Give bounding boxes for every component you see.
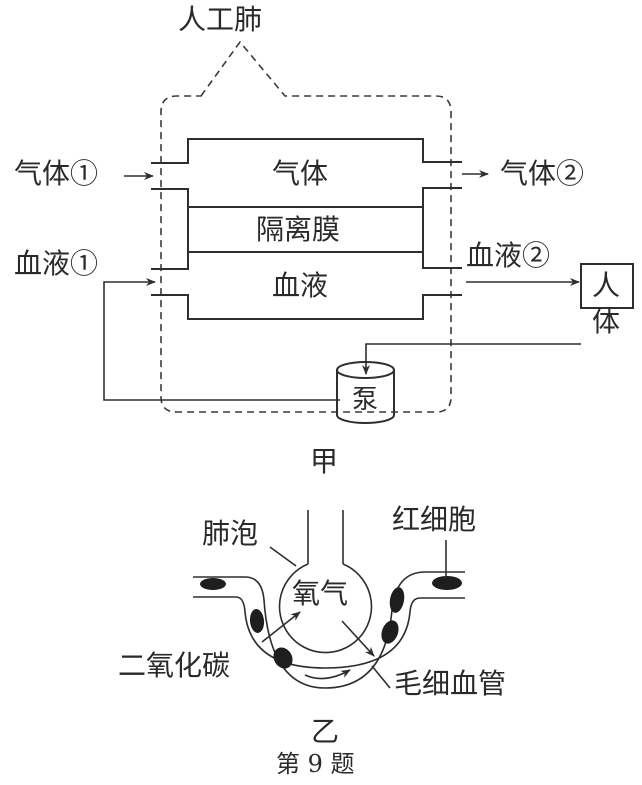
rbc-label: 红细胞 xyxy=(392,503,477,536)
red-blood-cell xyxy=(273,647,293,669)
membrane-label: 隔离膜 xyxy=(256,213,341,246)
pump xyxy=(336,361,395,424)
human-body-box xyxy=(580,263,634,309)
gas-in-label: 气体① xyxy=(14,157,99,190)
pump-label: 泵 xyxy=(352,385,379,415)
oxygen-arrow xyxy=(341,620,375,657)
blood-chamber-label: 血液 xyxy=(272,269,329,302)
alveolus-leader xyxy=(269,546,297,567)
alveolus-label: 肺泡 xyxy=(202,517,259,550)
capillary-inner-wall xyxy=(193,596,465,669)
co2-arrow xyxy=(261,611,301,643)
red-blood-cell xyxy=(432,576,462,590)
body-to-pump-arrow xyxy=(362,343,581,375)
body-label-2: 体 xyxy=(592,305,621,338)
lung-device xyxy=(151,138,462,320)
red-blood-cell xyxy=(249,609,265,633)
blood-out-label: 血液② xyxy=(466,239,551,272)
artificial-lung-label: 人工肺 xyxy=(178,3,263,36)
gas-chamber-label: 气体 xyxy=(272,157,329,190)
co2-label: 二氧化碳 xyxy=(118,649,231,682)
capillary-label: 毛细血管 xyxy=(394,667,507,700)
body-label-1: 人 xyxy=(592,269,621,302)
blood-flow-arrow xyxy=(304,669,351,680)
figure-a-caption: 甲 xyxy=(310,445,339,478)
alveolus xyxy=(278,563,373,654)
blood-in-arrow xyxy=(103,278,340,401)
oxygen-label: 氧气 xyxy=(292,577,349,610)
red-blood-cell xyxy=(381,620,399,644)
question-label: 第 9 题 xyxy=(276,750,355,778)
blood-in-label: 血液① xyxy=(14,247,99,280)
red-blood-cell xyxy=(200,578,226,590)
red-blood-cell xyxy=(389,587,405,613)
capillary-leader xyxy=(371,665,391,689)
gas-out-label: 气体② xyxy=(500,157,585,190)
figure-b-caption: 乙 xyxy=(311,715,340,748)
